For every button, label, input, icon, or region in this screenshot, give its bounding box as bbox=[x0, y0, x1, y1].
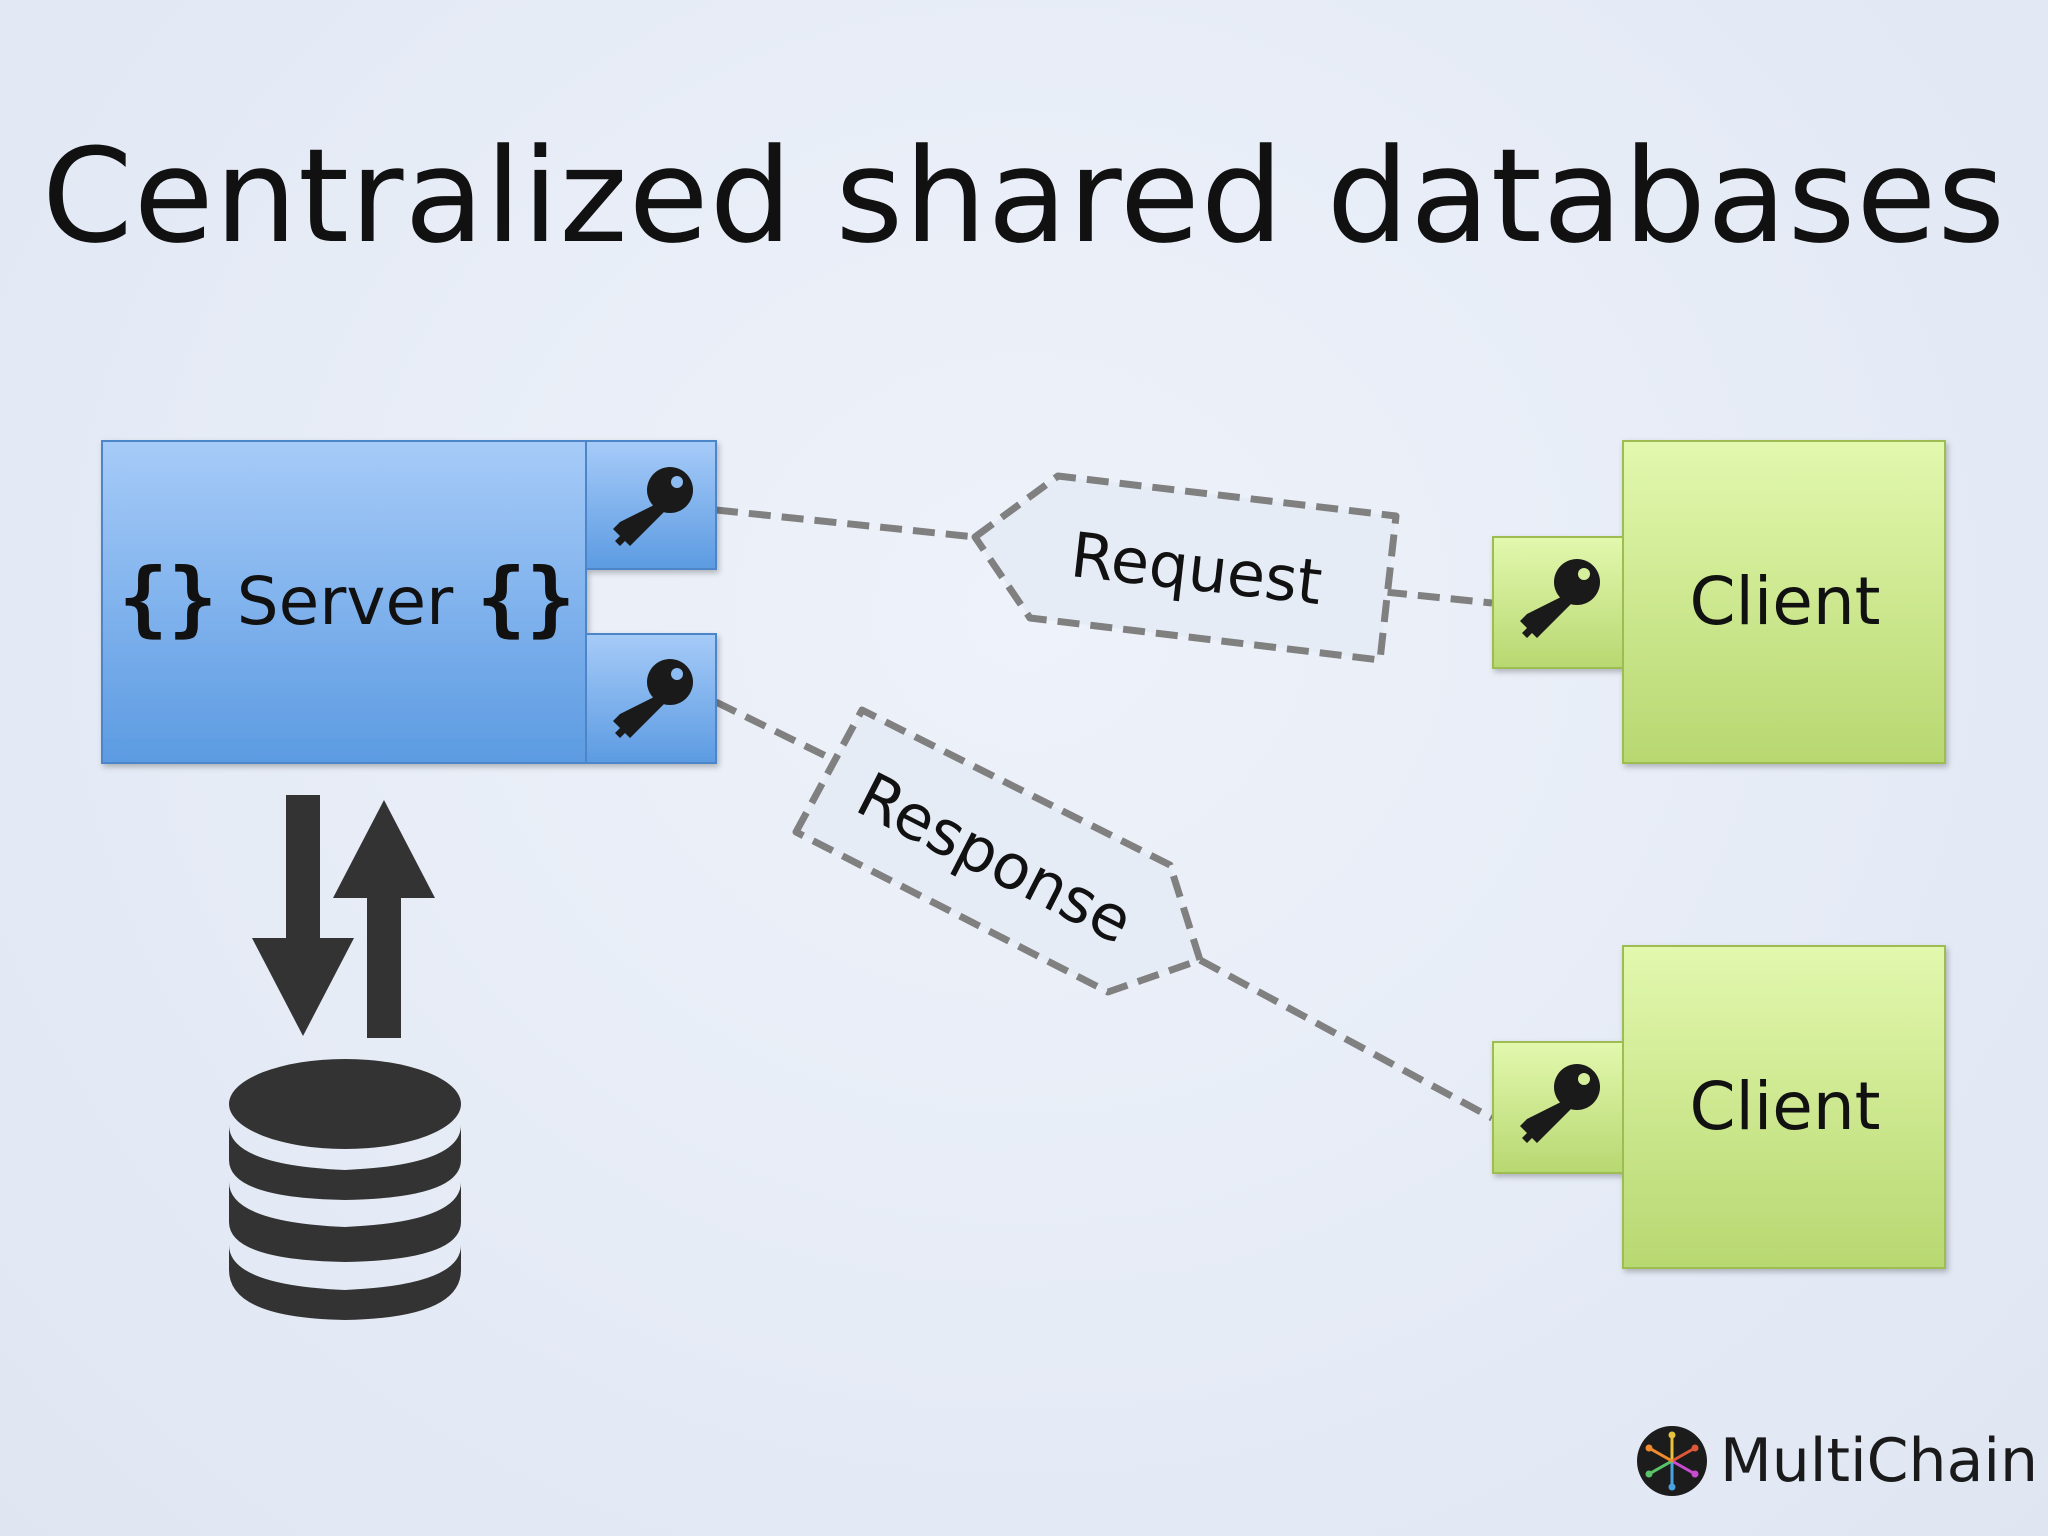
server-brace-left: {} bbox=[119, 551, 218, 646]
key-icon bbox=[613, 467, 693, 546]
request-message: Request bbox=[971, 472, 1400, 664]
server-node bbox=[101, 440, 717, 764]
response-message: Response bbox=[792, 706, 1204, 996]
logo-text: MultiChain bbox=[1720, 1426, 2039, 1496]
database-icon bbox=[229, 1059, 461, 1320]
arrow-up-icon bbox=[333, 800, 435, 1038]
client-node-2 bbox=[1492, 945, 1946, 1269]
client-node-1 bbox=[1492, 440, 1946, 764]
client-label-2: Client bbox=[1689, 1068, 1880, 1145]
key-icon bbox=[613, 659, 693, 738]
server-brace-right: {} bbox=[477, 551, 576, 646]
multichain-logo-icon bbox=[1637, 1426, 1707, 1496]
client-label-1: Client bbox=[1689, 563, 1880, 640]
multichain-logo: MultiChain bbox=[1636, 1425, 2038, 1497]
response-connector bbox=[714, 698, 1494, 1122]
arrow-down-icon bbox=[252, 795, 354, 1036]
server-label: Server bbox=[237, 563, 454, 640]
request-connector bbox=[715, 506, 1493, 607]
key-icon bbox=[1520, 559, 1600, 638]
key-icon bbox=[1520, 1064, 1600, 1143]
page-title: Centralized shared databases bbox=[41, 120, 2007, 272]
